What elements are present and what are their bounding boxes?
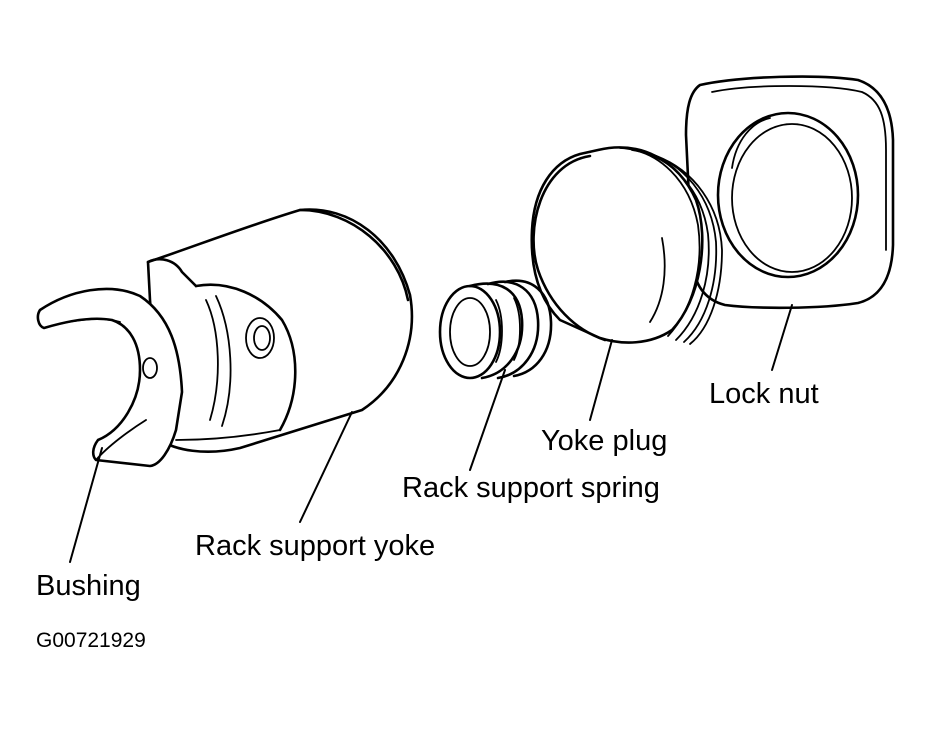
label-yoke-plug: Yoke plug (541, 425, 668, 457)
rack-support-yoke-part (146, 208, 414, 453)
figure-id: G00721929 (36, 629, 146, 652)
yoke-plug-part (530, 146, 723, 345)
plug-leader (589, 339, 613, 421)
spring-leader (469, 369, 506, 471)
locknut-leader (771, 304, 793, 371)
rack-support-spring-part (438, 279, 553, 380)
label-lock-nut: Lock nut (709, 378, 819, 410)
lock-nut-part (684, 75, 895, 310)
bushing-leader (69, 447, 103, 563)
label-rack-support-spring: Rack support spring (402, 472, 660, 504)
label-bushing: Bushing (36, 570, 141, 602)
bushing-part (36, 287, 184, 468)
label-rack-support-yoke: Rack support yoke (195, 530, 436, 562)
yoke-leader (299, 411, 353, 523)
